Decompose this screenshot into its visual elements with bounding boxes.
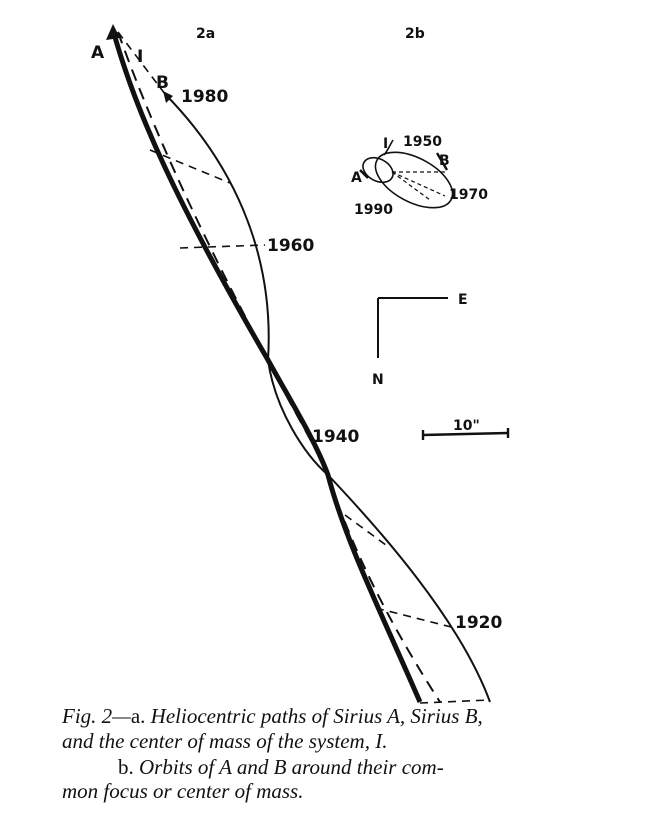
orbit-year-1950: 1950 [403, 134, 442, 150]
panel-a-label: 2a [196, 26, 215, 42]
epoch-connectors [117, 31, 491, 704]
orbit-year-1970: 1970 [449, 187, 488, 203]
orbit-label-i: I [383, 136, 388, 152]
orbit-label-a: A [351, 170, 362, 186]
year-1920: 1920 [455, 613, 502, 633]
orbit-diagram [359, 139, 454, 209]
orbit-label-b: B [439, 153, 450, 169]
path-sirius-a [110, 29, 423, 703]
path-sirius-b [164, 93, 491, 703]
caption-b-text: Orbits of A and B around their com- [139, 755, 444, 779]
year-1940: 1940 [312, 427, 359, 447]
scale-bar [421, 428, 510, 440]
label-a: A [91, 43, 105, 63]
orbit-year-1990: 1990 [354, 202, 393, 218]
caption-line-3: b. Orbits of A and B around their com- [118, 755, 444, 780]
caption-a: a. [130, 704, 151, 728]
caption-a-text: Heliocentric paths of Sirius A, Sirius B… [150, 704, 483, 728]
path-center-of-mass [117, 31, 441, 703]
caption-fig: Fig. 2— [62, 704, 131, 728]
caption-b: b. [118, 755, 139, 779]
year-1980: 1980 [181, 87, 228, 107]
caption-line-2: and the center of mass of the system, I. [62, 729, 388, 753]
orbit-a [362, 156, 394, 184]
label-b: B [156, 73, 169, 93]
scale-label: 10" [453, 418, 480, 434]
arrowhead-b [163, 91, 173, 103]
compass [377, 297, 448, 358]
caption-line-4: mon focus or center of mass. [62, 779, 304, 803]
compass-north: N [372, 372, 384, 388]
panel-b-label: 2b [405, 26, 425, 42]
arrowhead-a [106, 24, 120, 40]
year-1960: 1960 [267, 236, 314, 256]
caption-line-1: Fig. 2—a. Heliocentric paths of Sirius A… [62, 704, 483, 729]
label-i: I [137, 47, 143, 67]
orbit-b [374, 151, 454, 209]
compass-east: E [458, 292, 468, 308]
